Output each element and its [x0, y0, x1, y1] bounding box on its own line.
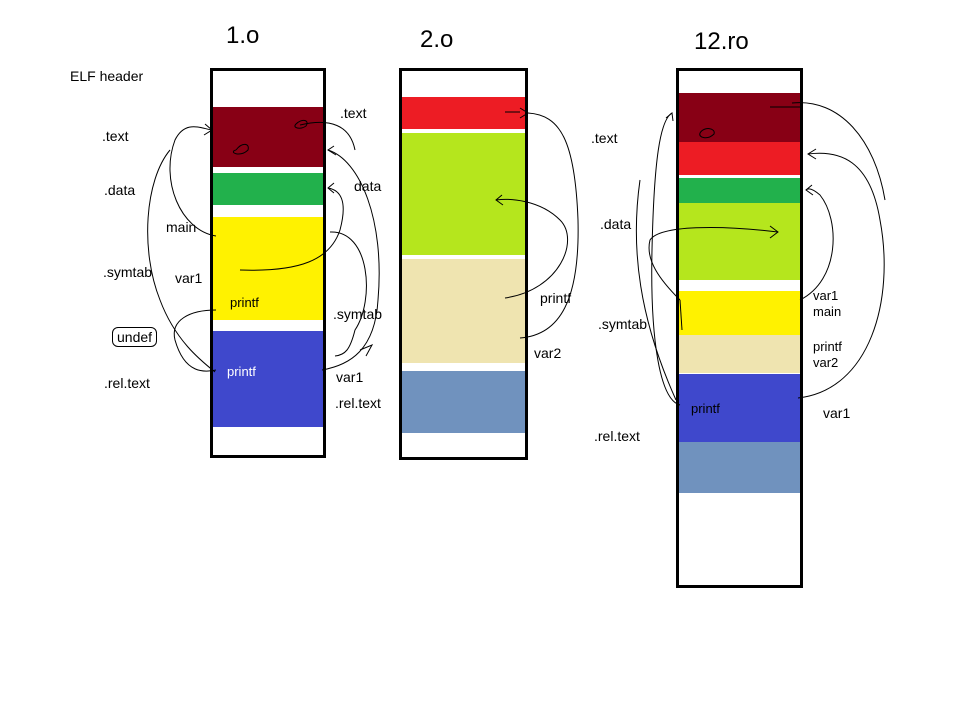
- label-elf-header: ELF header: [70, 68, 144, 84]
- label-1o-left-text: .text: [102, 128, 129, 144]
- label-12ro-var2: var2: [813, 355, 839, 370]
- label-1o-left-symtab: .symtab: [103, 264, 153, 280]
- section-symtab: [402, 259, 525, 363]
- file-2o-column: [399, 68, 528, 460]
- label-1o-var1: var1: [175, 270, 203, 286]
- label-1o-printf-sym: printf: [230, 295, 259, 310]
- label-1o-right-reltext: .rel.text: [335, 395, 381, 411]
- section-data: [213, 173, 323, 205]
- file-12ro-column: [676, 68, 803, 588]
- section-text: [402, 97, 525, 129]
- label-1o-right-text: .text: [340, 105, 367, 121]
- label-12ro-printf: printf: [813, 339, 842, 354]
- file-1o-column: [210, 68, 326, 458]
- label-1o-right-symtab: .symtab: [333, 306, 383, 322]
- section-rel-text: [213, 331, 323, 427]
- label-1o-main: main: [166, 219, 197, 235]
- label-1o-printf-rel: printf: [227, 364, 256, 379]
- file-title-12ro: 12.ro: [694, 28, 749, 55]
- arrow-12ro-var1-to-data: [799, 188, 834, 301]
- section-text-2o: [679, 142, 800, 175]
- label-1o-undef: undef: [112, 327, 158, 347]
- file-title-1o: 1.o: [226, 22, 260, 49]
- label-12ro-printf-inner: printf: [691, 401, 720, 416]
- label-12ro-left-data: .data: [600, 216, 632, 232]
- section-text: [213, 107, 323, 167]
- label-12ro-left-symtab: .symtab: [598, 316, 648, 332]
- section-rel-text-2o: [679, 442, 800, 493]
- label-12ro-left-reltext: .rel.text: [594, 428, 640, 444]
- label-12ro-left-text: .text: [591, 130, 618, 146]
- label-1o-left-data: .data: [104, 182, 136, 198]
- section-symtab-2o: [679, 335, 800, 373]
- label-1o-left-reltext: .rel.text: [104, 375, 150, 391]
- label-12ro-main: main: [813, 304, 842, 319]
- section-data-2o: [679, 203, 800, 280]
- label-1o-right-data: data: [354, 178, 382, 194]
- file-title-2o: 2.o: [420, 26, 454, 53]
- label-2o-printf: printf: [540, 290, 572, 306]
- label-12ro-var1-rel: var1: [823, 405, 851, 421]
- section-rel-text: [402, 371, 525, 433]
- section-data-1o: [679, 178, 800, 203]
- section-data: [402, 133, 525, 255]
- label-12ro-var1: var1: [813, 288, 839, 303]
- label-2o-var2: var2: [534, 345, 562, 361]
- section-rel-text-1o: [679, 374, 800, 442]
- section-symtab-1o: [679, 291, 800, 335]
- section-text-1o: [679, 93, 800, 142]
- label-1o-right-var1: var1: [336, 369, 364, 385]
- arrow-12ro-rel-to-text: [797, 152, 885, 399]
